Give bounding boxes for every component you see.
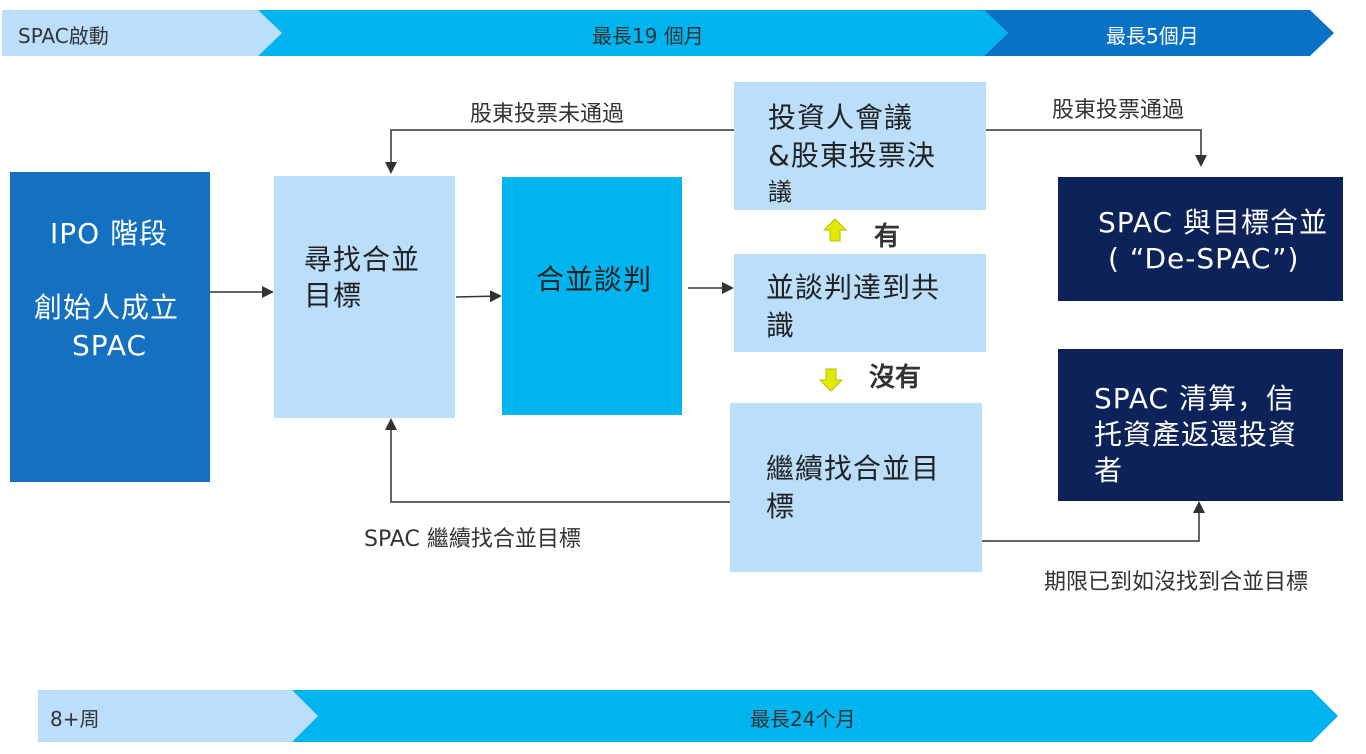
ipo-stage-line3: SPAC [72,329,148,362]
timeline-bottom-stage2-label: 最長24个月 [750,707,856,731]
arrow-find-to-negotiation [455,290,502,303]
continue-search-line2: 標 [766,490,796,523]
timeline-top-stage3-shape [984,10,1334,56]
label-vote-failed: 股東投票未通過 [470,102,625,127]
timeline-top-stage2-shape [258,10,1008,56]
liquidation-line2: 托資產返還投資 [1094,418,1298,451]
ipo-stage-box: IPO 階段 創始人成立 SPAC [10,172,210,482]
liquidation-line3: 者 [1094,454,1124,487]
continue-search-box: 繼續找合並目 標 [730,403,982,572]
find-target-box: 尋找合並 目標 [274,176,455,418]
agreement-box: 並談判達到共 識 [734,254,986,352]
investor-meeting-line2: &股東投票決 [768,139,936,172]
agreement-line1: 並談判達到共 [766,271,941,304]
timeline-bottom-stage1-shape [38,690,318,742]
timeline-top-stage1-shape [2,10,282,56]
label-vote-passed: 股東投票通過 [1052,98,1185,123]
find-target-line1: 尋找合並 [304,243,421,276]
ipo-stage-line1: IPO 階段 [50,217,169,250]
liquidation-box: SPAC 清算，信 托資產返還投資 者 [1058,349,1343,501]
despac-line2: ( “De-SPAC”) [1108,242,1300,275]
negotiation-line1: 合並談判 [536,263,653,296]
label-spac-continue: SPAC 繼續找合並目標 [364,527,581,552]
arrow-spac-continue [385,418,730,503]
timeline-top-stage2-label: 最長19 個月 [592,24,704,48]
despac-line1: SPAC 與目標合並 [1098,206,1328,239]
timeline-top-stage1-label: SPAC啟動 [18,24,109,48]
timeline-bottom-stage2-shape [292,690,1338,742]
arrow-deadline [982,501,1205,542]
no-arrow-icon [818,368,844,392]
label-no: 沒有 [869,363,922,393]
despac-box: SPAC 與目標合並 ( “De-SPAC”) [1058,177,1343,301]
continue-search-line1: 繼續找合並目 [766,452,941,485]
arrow-vote-passed [986,129,1207,167]
investor-meeting-line1: 投資人會議 [768,101,914,134]
find-target-line2: 目標 [304,279,363,312]
investor-meeting-line3: 議 [768,178,793,206]
label-yes: 有 [874,222,901,252]
agreement-line2: 識 [766,309,796,342]
investor-meeting-box: 投資人會議 &股東投票決 議 [734,82,986,210]
arrow-vote-failed [385,129,734,174]
timeline-top-stage3-label: 最長5個月 [1106,24,1199,48]
ipo-stage-line2: 創始人成立 [34,291,180,324]
liquidation-line1: SPAC 清算，信 [1094,382,1295,415]
label-deadline: 期限已到如沒找到合並目標 [1044,570,1309,595]
negotiation-box: 合並談判 [502,177,682,415]
yes-arrow-icon [822,218,848,242]
timeline-bottom-stage1-label: 8+周 [50,707,100,731]
